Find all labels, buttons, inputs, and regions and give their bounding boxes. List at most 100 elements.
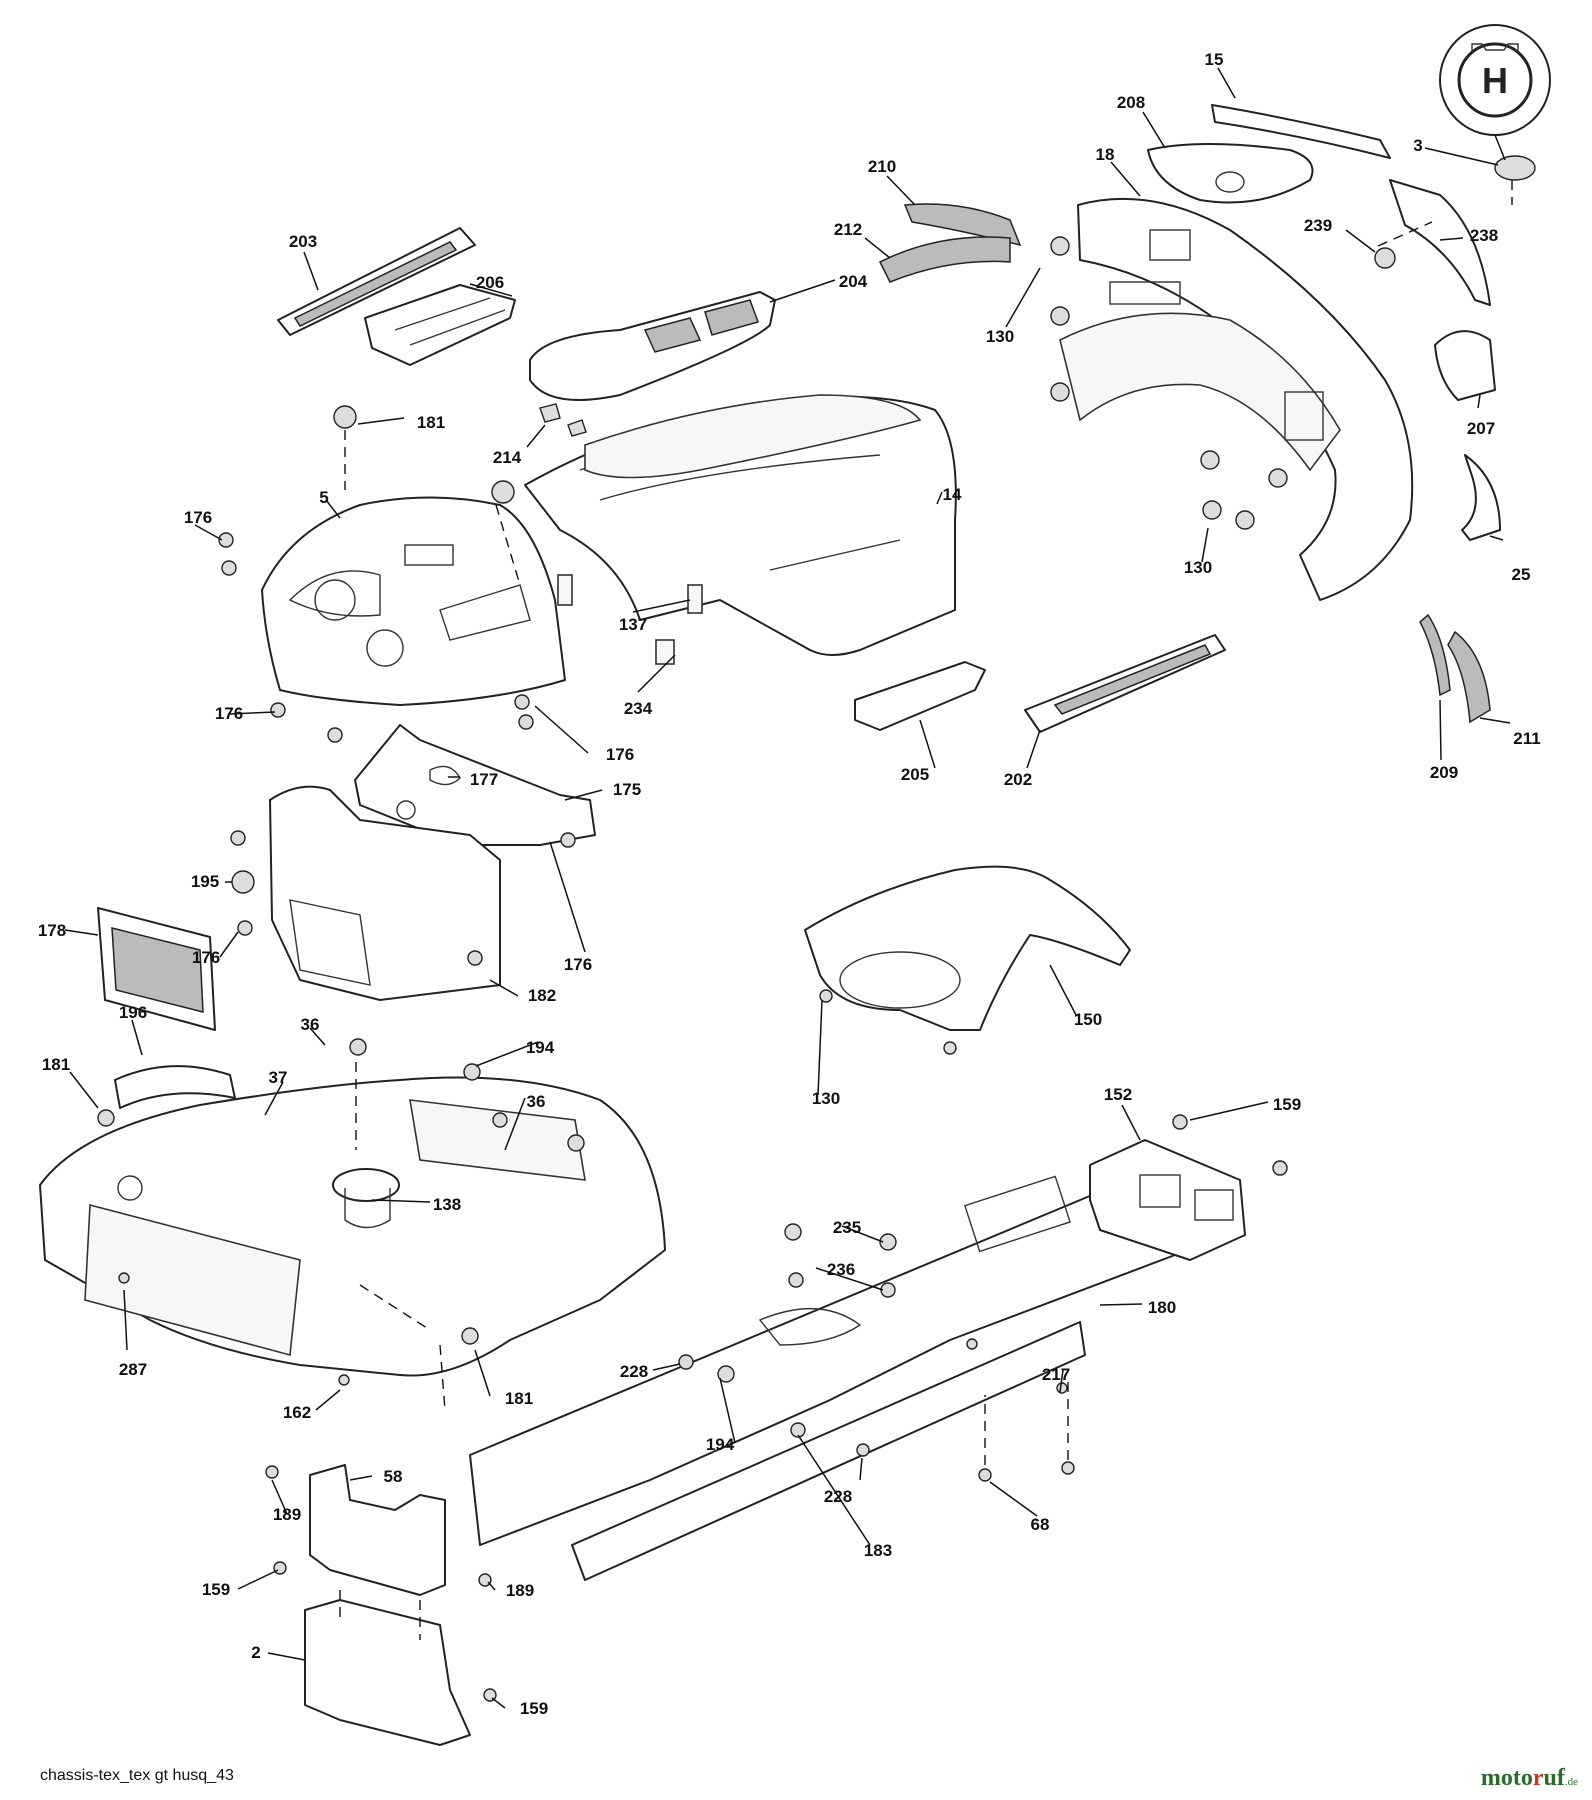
part-14-hood-top [584, 394, 922, 479]
callout-label: 194 [706, 1435, 735, 1454]
callout-label: 189 [506, 1581, 534, 1600]
callout-label: 238 [1470, 226, 1498, 245]
callout-label: 207 [1467, 419, 1495, 438]
callout-label: 228 [824, 1487, 852, 1506]
callout-label: 182 [528, 986, 556, 1005]
part-25-trim [1461, 454, 1501, 541]
callout-label: 202 [1004, 770, 1032, 789]
callout-label: 137 [619, 615, 647, 634]
watermark-logo: motoruf.de [1481, 1765, 1578, 1792]
callout-label: 228 [620, 1362, 648, 1381]
callout-label: 176 [192, 948, 220, 967]
callout-label: 239 [1304, 216, 1332, 235]
logo-letter: H [1482, 60, 1508, 101]
callout-label: 180 [1148, 1298, 1176, 1317]
callout-label: 287 [119, 1360, 147, 1379]
part-195-grommet [231, 870, 255, 894]
callout-label: 150 [1074, 1010, 1102, 1029]
callout-label: 211 [1513, 729, 1540, 748]
part-150-tray [804, 865, 1131, 1031]
callout-label: 176 [564, 955, 592, 974]
callout-label: 176 [215, 704, 243, 723]
watermark-part: uf [1543, 1765, 1565, 1791]
callout-label: 177 [470, 770, 498, 789]
part-152-plate [1089, 1139, 1246, 1261]
callout-label: 176 [184, 508, 212, 527]
part-205-channel [854, 661, 986, 731]
callout-label: 159 [202, 1580, 230, 1599]
callout-label: 2 [251, 1643, 260, 1662]
alignment-lines [339, 180, 1513, 1640]
callout-label: 3 [1413, 136, 1422, 155]
callout-label: 130 [1184, 558, 1212, 577]
callout-label: 217 [1042, 1365, 1070, 1384]
watermark-part: moto [1480, 1765, 1533, 1791]
callout-label: 14 [943, 485, 962, 504]
callout-label: 159 [520, 1699, 548, 1718]
diagram-caption: chassis-tex_tex gt husq_43 [40, 1767, 234, 1784]
part-209-trim [1419, 613, 1451, 697]
part-58-bracket [309, 1464, 446, 1596]
callout-label: 181 [42, 1055, 70, 1074]
callout-label: 234 [624, 699, 653, 718]
hardware [97, 236, 1288, 1702]
callout-label: 195 [191, 872, 219, 891]
callout-label: 178 [38, 921, 66, 940]
callout-label: 235 [833, 1218, 861, 1237]
part-208-cover [1147, 143, 1314, 204]
callout-label: 58 [384, 1467, 403, 1486]
callout-label: 5 [319, 488, 328, 507]
callout-label: 194 [526, 1038, 555, 1057]
part-206-tray [364, 284, 516, 366]
callout-label: 36 [527, 1092, 546, 1111]
callout-label: 152 [1104, 1085, 1132, 1104]
part-3-badge [1494, 155, 1536, 181]
callout-label: 204 [839, 272, 868, 291]
part-239-fastener [1374, 247, 1396, 269]
callout-label: 203 [289, 232, 317, 251]
callout-label: 212 [834, 220, 862, 239]
callout-label: 25 [1512, 565, 1531, 584]
part-207-bracket [1434, 330, 1496, 401]
part-5-dash-panel [261, 496, 566, 706]
leader-lines [64, 67, 1511, 1709]
watermark-suffix: .de [1564, 1776, 1578, 1788]
part-214-clips [539, 403, 587, 437]
part-212-grille [878, 236, 1011, 283]
callout-label: 208 [1117, 93, 1145, 112]
part-177-clip [429, 765, 461, 786]
part-175-bracket [354, 724, 596, 846]
callout-label: 181 [417, 413, 445, 432]
callout-label: 176 [606, 745, 634, 764]
callout-label: 236 [827, 1260, 855, 1279]
part-210-grille [903, 203, 1022, 247]
callout-label: 214 [493, 448, 522, 467]
husqvarna-logo: H [1439, 24, 1551, 136]
part-234-pad [655, 639, 675, 665]
part-15-trim [1211, 104, 1391, 159]
callout-label: 196 [119, 1003, 147, 1022]
callout-label: 36 [301, 1015, 320, 1034]
callout-label: 159 [1273, 1095, 1301, 1114]
part-18-lower-panel [1059, 312, 1341, 472]
callout-label: 138 [433, 1195, 461, 1214]
callout-label: 210 [868, 157, 896, 176]
callout-label: 183 [864, 1541, 892, 1560]
callout-label: 209 [1430, 763, 1458, 782]
part-238-side-panel [1389, 179, 1491, 306]
watermark-part: r [1532, 1765, 1544, 1791]
callout-label: 206 [476, 273, 504, 292]
callout-label: 175 [613, 780, 641, 799]
callout-label: 130 [812, 1089, 840, 1108]
callout-label: 162 [283, 1403, 311, 1422]
callout-label: 18 [1096, 145, 1115, 164]
callout-label: 68 [1031, 1515, 1050, 1534]
callout-label: 205 [901, 765, 929, 784]
callout-label: 189 [273, 1505, 301, 1524]
part-196-grille [114, 1065, 236, 1109]
callout-label: 15 [1205, 50, 1224, 69]
part-211-trim [1447, 630, 1491, 724]
callout-labels: 15 208 3 18 210 239 238 212 203 206 204 … [38, 50, 1541, 1718]
callout-label: 37 [269, 1068, 288, 1087]
